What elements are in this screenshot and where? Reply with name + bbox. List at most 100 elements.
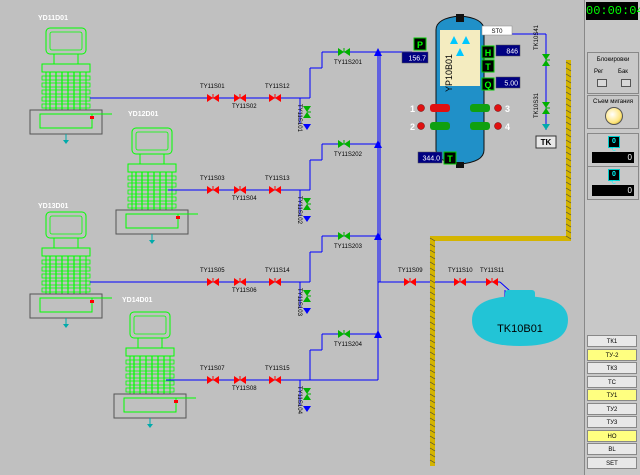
flow-arrow-down bbox=[303, 216, 311, 222]
valve-left-half bbox=[269, 376, 275, 384]
mode-button-ту-2[interactable]: ТУ-2 bbox=[587, 348, 637, 361]
valve-ty11s11[interactable] bbox=[486, 278, 498, 286]
hatch-stroke bbox=[565, 151, 572, 156]
valve-right-half bbox=[460, 278, 466, 286]
hatch-stroke bbox=[429, 297, 436, 302]
valve-ty11s204[interactable] bbox=[338, 330, 350, 338]
valve-left-half bbox=[338, 140, 344, 148]
label-ty11s104: TY11S104 bbox=[296, 386, 302, 415]
pump-stage-ring bbox=[41, 96, 91, 102]
valve-ty11s08[interactable] bbox=[234, 376, 246, 384]
valve-ty11s10[interactable] bbox=[454, 278, 466, 286]
hatch-stroke bbox=[565, 175, 572, 180]
valve-left-half bbox=[207, 376, 213, 384]
mode-button-но[interactable]: НО bbox=[587, 429, 637, 442]
label-ty11s101: TY11S101 bbox=[296, 104, 302, 133]
mode-button-ту2[interactable]: ТУ2 bbox=[587, 402, 637, 415]
port-1-heater bbox=[430, 104, 450, 112]
mode-button-set[interactable]: SET bbox=[587, 456, 637, 469]
valve-ty11s09[interactable] bbox=[404, 278, 416, 286]
pump-2[interactable] bbox=[115, 127, 198, 244]
valve-left-half bbox=[234, 186, 240, 194]
tk-button[interactable] bbox=[535, 135, 557, 149]
mode-button-тс[interactable]: ТС bbox=[587, 375, 637, 388]
pump-4[interactable] bbox=[113, 311, 196, 428]
valve-ty11s12[interactable] bbox=[269, 94, 281, 102]
valve-ty11s103[interactable] bbox=[303, 290, 311, 302]
valve-ty11s03[interactable] bbox=[207, 186, 219, 194]
hatch-stroke bbox=[565, 187, 572, 192]
valve-ty11s15[interactable] bbox=[269, 376, 281, 384]
readout-p-value-bg bbox=[401, 51, 429, 64]
valve-ty11s201[interactable] bbox=[338, 48, 350, 56]
valve-right-half bbox=[275, 376, 281, 384]
mode-button-тк3[interactable]: ТК3 bbox=[587, 362, 637, 374]
mode-button-ту1[interactable]: ТУ1 bbox=[587, 389, 637, 401]
valve-left-half bbox=[404, 278, 410, 286]
mode-button-ту3[interactable]: ТУ3 bbox=[587, 416, 637, 428]
valve-ty11s203[interactable] bbox=[338, 232, 350, 240]
readout-p-box bbox=[413, 37, 427, 51]
valve-ty11s07[interactable] bbox=[207, 376, 219, 384]
valve-right-half bbox=[542, 108, 550, 114]
tk-tank-neck bbox=[505, 290, 535, 300]
valve-ty11s202[interactable] bbox=[338, 140, 350, 148]
hatch-stroke bbox=[565, 199, 572, 204]
valve-ty11s102[interactable] bbox=[303, 198, 311, 210]
valve-ty11s01[interactable] bbox=[207, 94, 219, 102]
tk-button-label: TK bbox=[541, 138, 552, 147]
steam-indicator-2 bbox=[462, 36, 470, 44]
interlock-reg-label: Рег bbox=[594, 69, 604, 75]
hatch-stroke bbox=[429, 279, 436, 284]
temp-module-2: 0 °C 0 bbox=[587, 166, 639, 200]
pump-3[interactable] bbox=[29, 211, 112, 328]
valve-ty11s101[interactable] bbox=[303, 106, 311, 118]
readout-p-letter: P bbox=[417, 40, 423, 50]
label-ty11s02: TY11S02 bbox=[232, 104, 257, 110]
pump-motor-inner bbox=[135, 131, 169, 151]
port-4-indicator[interactable] bbox=[494, 122, 502, 130]
interlock-tank-toggle[interactable] bbox=[621, 79, 631, 87]
hatch-stroke bbox=[429, 285, 436, 290]
valve-ty11s13[interactable] bbox=[269, 186, 281, 194]
label-ty11s201: TY11S201 bbox=[334, 60, 363, 66]
pump-flange bbox=[41, 63, 91, 73]
valve-ty11s104[interactable] bbox=[303, 388, 311, 400]
pump-stage-ring bbox=[125, 366, 175, 372]
temp-module-2-unit: °C bbox=[610, 180, 616, 186]
hatch-stroke bbox=[429, 291, 436, 296]
mode-button-тк1[interactable]: ТК1 bbox=[587, 335, 637, 347]
port-3-indicator[interactable] bbox=[494, 104, 502, 112]
port-1-indicator[interactable] bbox=[417, 104, 425, 112]
temp-module-1-value: 0 bbox=[592, 152, 634, 163]
valve-right-half bbox=[410, 278, 416, 286]
hatch-stroke bbox=[429, 423, 436, 428]
hatch-stroke bbox=[429, 453, 436, 458]
pump-1[interactable] bbox=[29, 27, 112, 144]
valve-ty11s04[interactable] bbox=[234, 186, 246, 194]
valve-tk10s31[interactable] bbox=[542, 102, 550, 114]
pump-coupling bbox=[139, 153, 165, 165]
hatch-stroke bbox=[429, 357, 436, 362]
steam-indicator-1 bbox=[450, 36, 458, 44]
valve-ty11s05[interactable] bbox=[207, 278, 219, 286]
pump-name-3: YD13D01 bbox=[38, 203, 68, 210]
valve-ty11s06[interactable] bbox=[234, 278, 246, 286]
valve-ty11s14[interactable] bbox=[269, 278, 281, 286]
hatch-stroke bbox=[429, 273, 436, 278]
mode-button-bl[interactable]: BL bbox=[587, 443, 637, 455]
pump-name-1: YD11D01 bbox=[38, 15, 68, 22]
interlock-reg-toggle[interactable] bbox=[597, 79, 607, 87]
valve-left-half bbox=[303, 388, 311, 394]
hatch-stroke bbox=[565, 169, 572, 174]
port-2-indicator[interactable] bbox=[417, 122, 425, 130]
pump-name-2: YD12D01 bbox=[128, 111, 158, 118]
tk-tank-body[interactable] bbox=[472, 296, 568, 346]
valve-ty11s02[interactable] bbox=[234, 94, 246, 102]
valve-right-half bbox=[213, 186, 219, 194]
pressurizer-steam-space bbox=[440, 30, 480, 86]
ack-blink-button[interactable] bbox=[605, 107, 623, 125]
readout-q-box bbox=[481, 77, 495, 91]
valve-tk10s41[interactable] bbox=[542, 54, 550, 66]
